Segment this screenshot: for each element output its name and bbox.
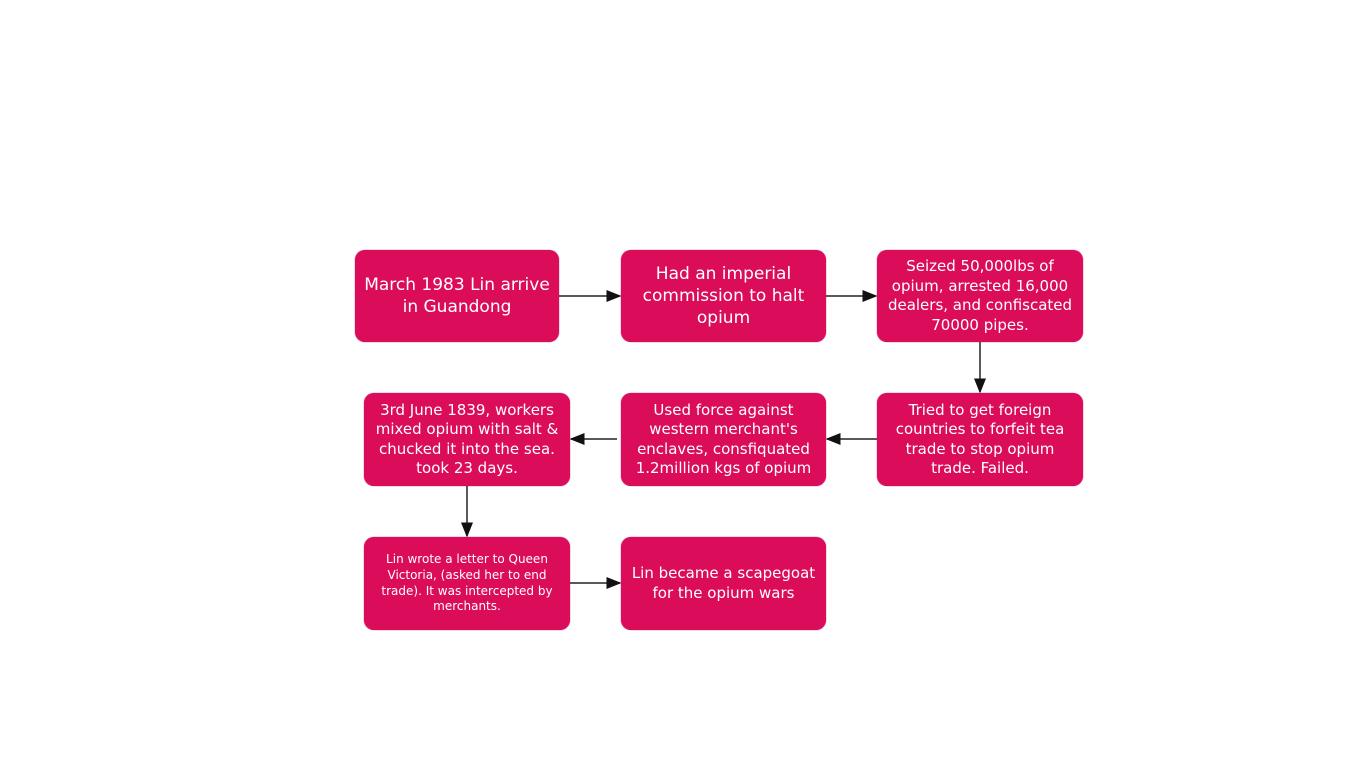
node-label: March 1983 Lin arrive in Guandong bbox=[364, 274, 550, 317]
node-lin-arrives: March 1983 Lin arrive in Guandong bbox=[355, 250, 559, 342]
node-label: 3rd June 1839, workers mixed opium with … bbox=[375, 400, 559, 478]
node-scapegoat: Lin became a scapegoat for the opium war… bbox=[621, 537, 826, 630]
node-used-force: Used force against western merchant's en… bbox=[621, 393, 826, 486]
node-tea-trade: Tried to get foreign countries to forfei… bbox=[877, 393, 1083, 486]
node-label: Used force against western merchant's en… bbox=[635, 400, 812, 478]
node-opium-destroyed: 3rd June 1839, workers mixed opium with … bbox=[364, 393, 570, 486]
node-label: Had an imperial commission to halt opium bbox=[642, 263, 805, 329]
node-label: Lin became a scapegoat for the opium war… bbox=[631, 564, 816, 602]
node-label: Lin wrote a letter to Queen Victoria, (a… bbox=[381, 552, 553, 614]
node-letter-to-queen: Lin wrote a letter to Queen Victoria, (a… bbox=[364, 537, 570, 630]
node-imperial-commission: Had an imperial commission to halt opium bbox=[621, 250, 826, 342]
node-label: Tried to get foreign countries to forfei… bbox=[895, 400, 1065, 478]
node-seized-opium: Seized 50,000lbs of opium, arrested 16,0… bbox=[877, 250, 1083, 342]
node-label: Seized 50,000lbs of opium, arrested 16,0… bbox=[887, 257, 1073, 334]
